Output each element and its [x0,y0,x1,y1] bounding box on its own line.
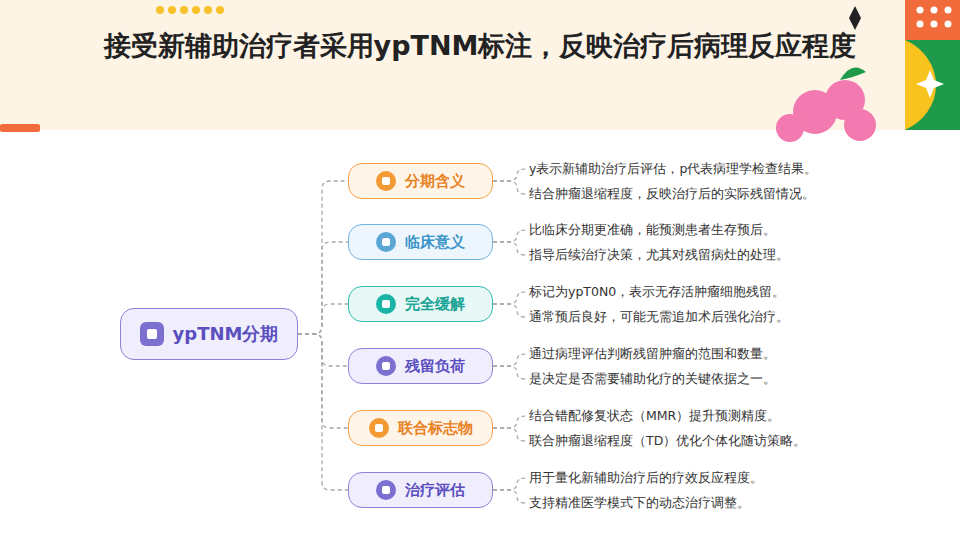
leaf [840,68,866,81]
node-label: 联合标志物 [398,419,473,438]
detail-text: 用于量化新辅助治疗后的疗效反应程度。 [527,470,765,487]
detail-text: 通常预后良好，可能无需追加术后强化治疗。 [527,309,791,326]
leader-line [493,354,525,366]
branch-connector [298,304,348,334]
node-label: 临床意义 [405,233,465,252]
detail-text: 通过病理评估判断残留肿瘤的范围和数量。 [527,346,778,363]
leader-line [493,292,525,304]
node-icon [376,171,396,191]
node-icon [376,294,396,314]
branch-node: 完全缓解 [348,286,493,322]
branch-node: 临床意义 [348,224,493,260]
dot-row [156,6,224,14]
accent-bar [0,124,40,132]
branch-connector [298,334,348,428]
node-icon [140,322,164,346]
root-node: ypTNM分期 [120,308,298,360]
leader-line [493,181,525,194]
branch-node: 分期含义 [348,163,493,199]
white-dots [917,7,952,28]
node-label: 治疗评估 [405,481,465,500]
node-label: 分期含义 [405,172,465,191]
branch-connector [298,334,348,490]
leader-line [493,242,525,255]
detail-text: 比临床分期更准确，能预测患者生存预后。 [527,222,778,239]
leader-line [493,416,525,428]
leader-line [493,428,525,441]
detail-text: 联合肿瘤退缩程度（TD）优化个体化随访策略。 [527,433,808,450]
leader-line [493,366,525,379]
branch-node: 治疗评估 [348,472,493,508]
diamond-mark [849,6,861,30]
node-icon [376,232,396,252]
leader-line [493,490,525,503]
node-label: 完全缓解 [405,295,465,314]
node-icon [376,356,396,376]
branch-connector [298,181,348,334]
leader-line [493,230,525,242]
detail-text: 是决定是否需要辅助化疗的关键依据之一。 [527,371,778,388]
slide-title: 接受新辅助治疗者采用ypTNM标注，反映治疗后病理反应程度 [20,28,940,64]
orange-block [905,0,960,40]
detail-text: y表示新辅助治疗后评估，p代表病理学检查结果。 [527,161,819,178]
detail-text: 结合肿瘤退缩程度，反映治疗后的实际残留情况。 [527,186,817,203]
leader-line [493,478,525,490]
node-icon [376,480,396,500]
branch-connector [298,334,348,366]
pink-flower [776,80,876,142]
branch-node: 联合标志物 [348,410,493,446]
leader-line [493,304,525,317]
detail-text: 标记为ypT0N0，表示无存活肿瘤细胞残留。 [527,284,787,301]
node-label: 残留负荷 [405,357,465,376]
detail-text: 支持精准医学模式下的动态治疗调整。 [527,495,752,512]
branch-connector [298,242,348,334]
detail-text: 指导后续治疗决策，尤其对残留病灶的处理。 [527,247,791,264]
node-label: ypTNM分期 [173,322,279,346]
leader-line [493,169,525,181]
node-icon [369,418,389,438]
branch-node: 残留负荷 [348,348,493,384]
detail-text: 结合错配修复状态（MMR）提升预测精度。 [527,408,782,425]
sparkle [916,70,944,98]
green-block [905,40,960,130]
